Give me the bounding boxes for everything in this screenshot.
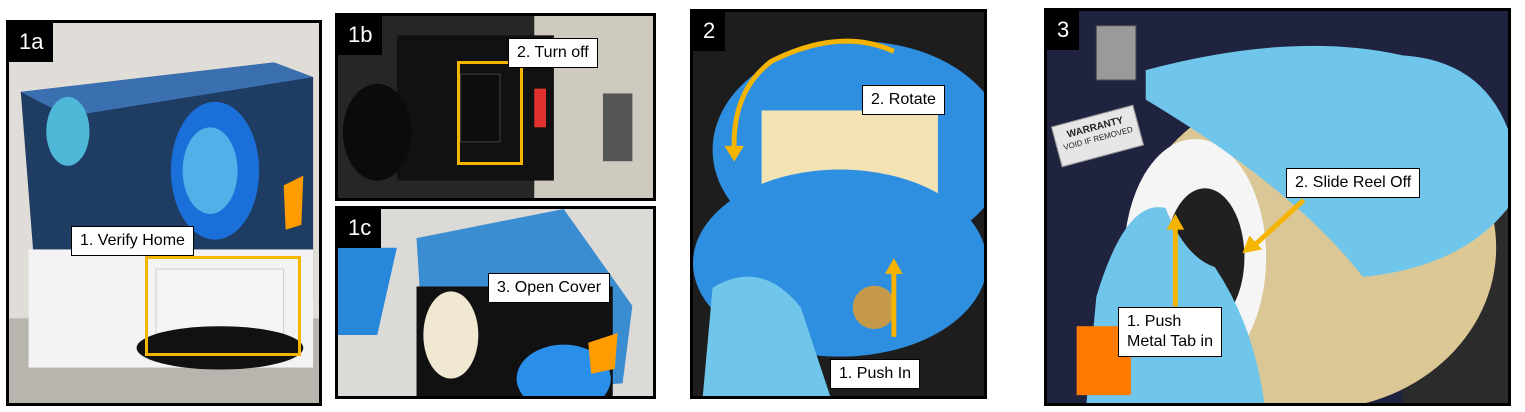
sealer-machine-photo [9,23,319,403]
step-badge-1c: 1c [338,209,382,248]
power-switch-photo [338,16,653,198]
rotate-label: 2. Rotate [862,85,945,115]
step-badge-2: 2 [693,12,726,51]
power-switch-highlight [457,61,523,165]
slide-reel-off-label: 2. Slide Reel Off [1286,168,1421,198]
turn-off-label: 2. Turn off [508,38,598,68]
push-metal-tab-label: 1. Push Metal Tab in [1118,307,1222,357]
step-badge-3: 3 [1047,11,1080,50]
panel-1a: 1a 1. Verify Home [6,20,322,406]
step-badge-1a: 1a [9,23,54,62]
panel-3: WARRANTY VOID IF REMOVED 3 2. Slide Reel… [1044,8,1511,406]
step-badge-1b: 1b [338,16,383,55]
verify-home-label: 1. Verify Home [71,226,194,256]
panel-1c: 1c 3. Open Cover [335,206,656,399]
open-cover-label: 3. Open Cover [488,273,611,303]
panel-2: 2 2. Rotate 1. Push In [690,9,987,399]
reel-rotate-photo [693,12,984,396]
reel-slide-off-photo [1047,11,1508,403]
panel-1b: 1b 2. Turn off [335,13,656,201]
push-in-label: 1. Push In [830,359,921,389]
verify-home-highlight [145,256,301,356]
